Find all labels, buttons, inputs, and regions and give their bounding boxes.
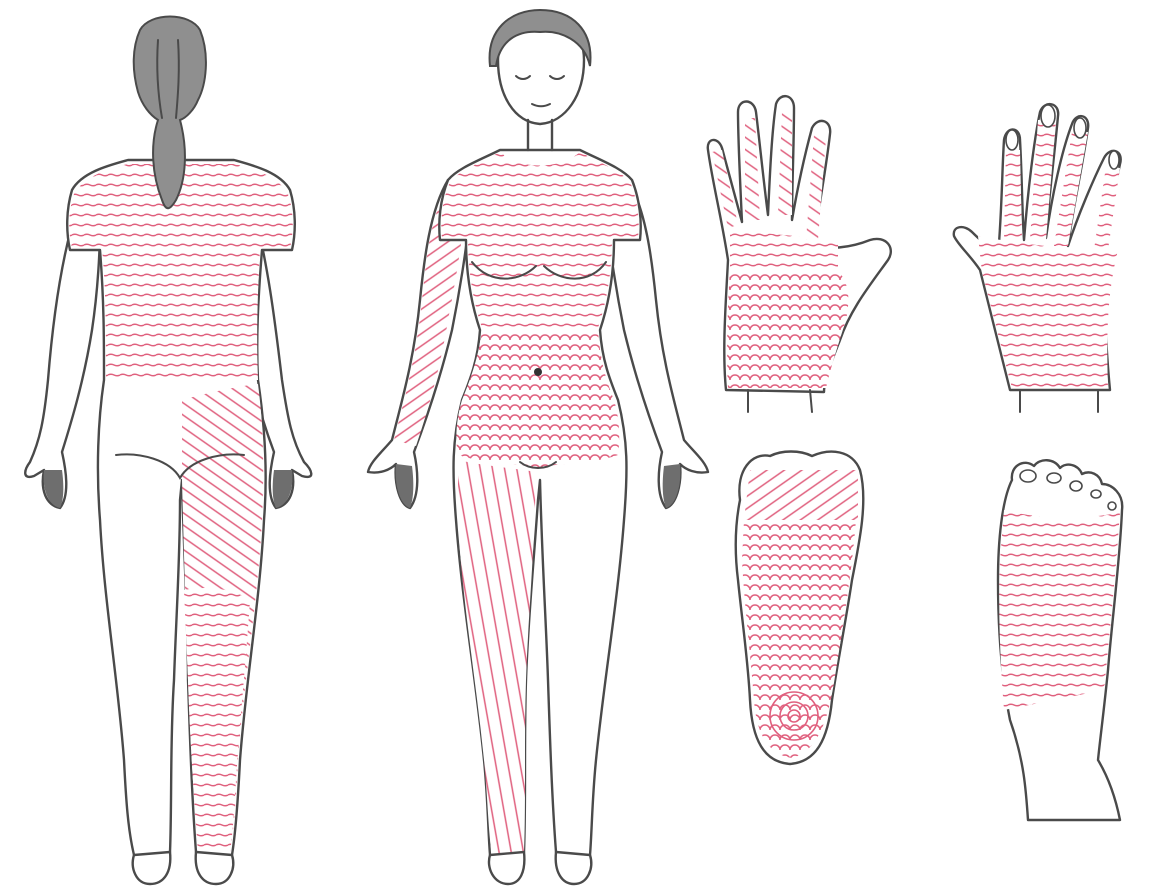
back-view-figure — [25, 17, 311, 885]
foot-sole-zone — [742, 513, 856, 759]
foot-dorsal-zone — [999, 510, 1120, 710]
foot-dorsal-figure — [998, 460, 1122, 820]
front-leg-zone — [458, 460, 536, 859]
foot-sole-figure — [736, 452, 863, 765]
palm-zone — [727, 264, 848, 388]
hand-dorsal-figure — [954, 104, 1121, 412]
front-upper-zone — [441, 152, 638, 328]
front-abdomen-zone — [456, 330, 619, 468]
hand-dorsal-zone — [978, 236, 1118, 388]
palm-figure — [708, 96, 891, 412]
front-view-figure — [368, 10, 708, 884]
